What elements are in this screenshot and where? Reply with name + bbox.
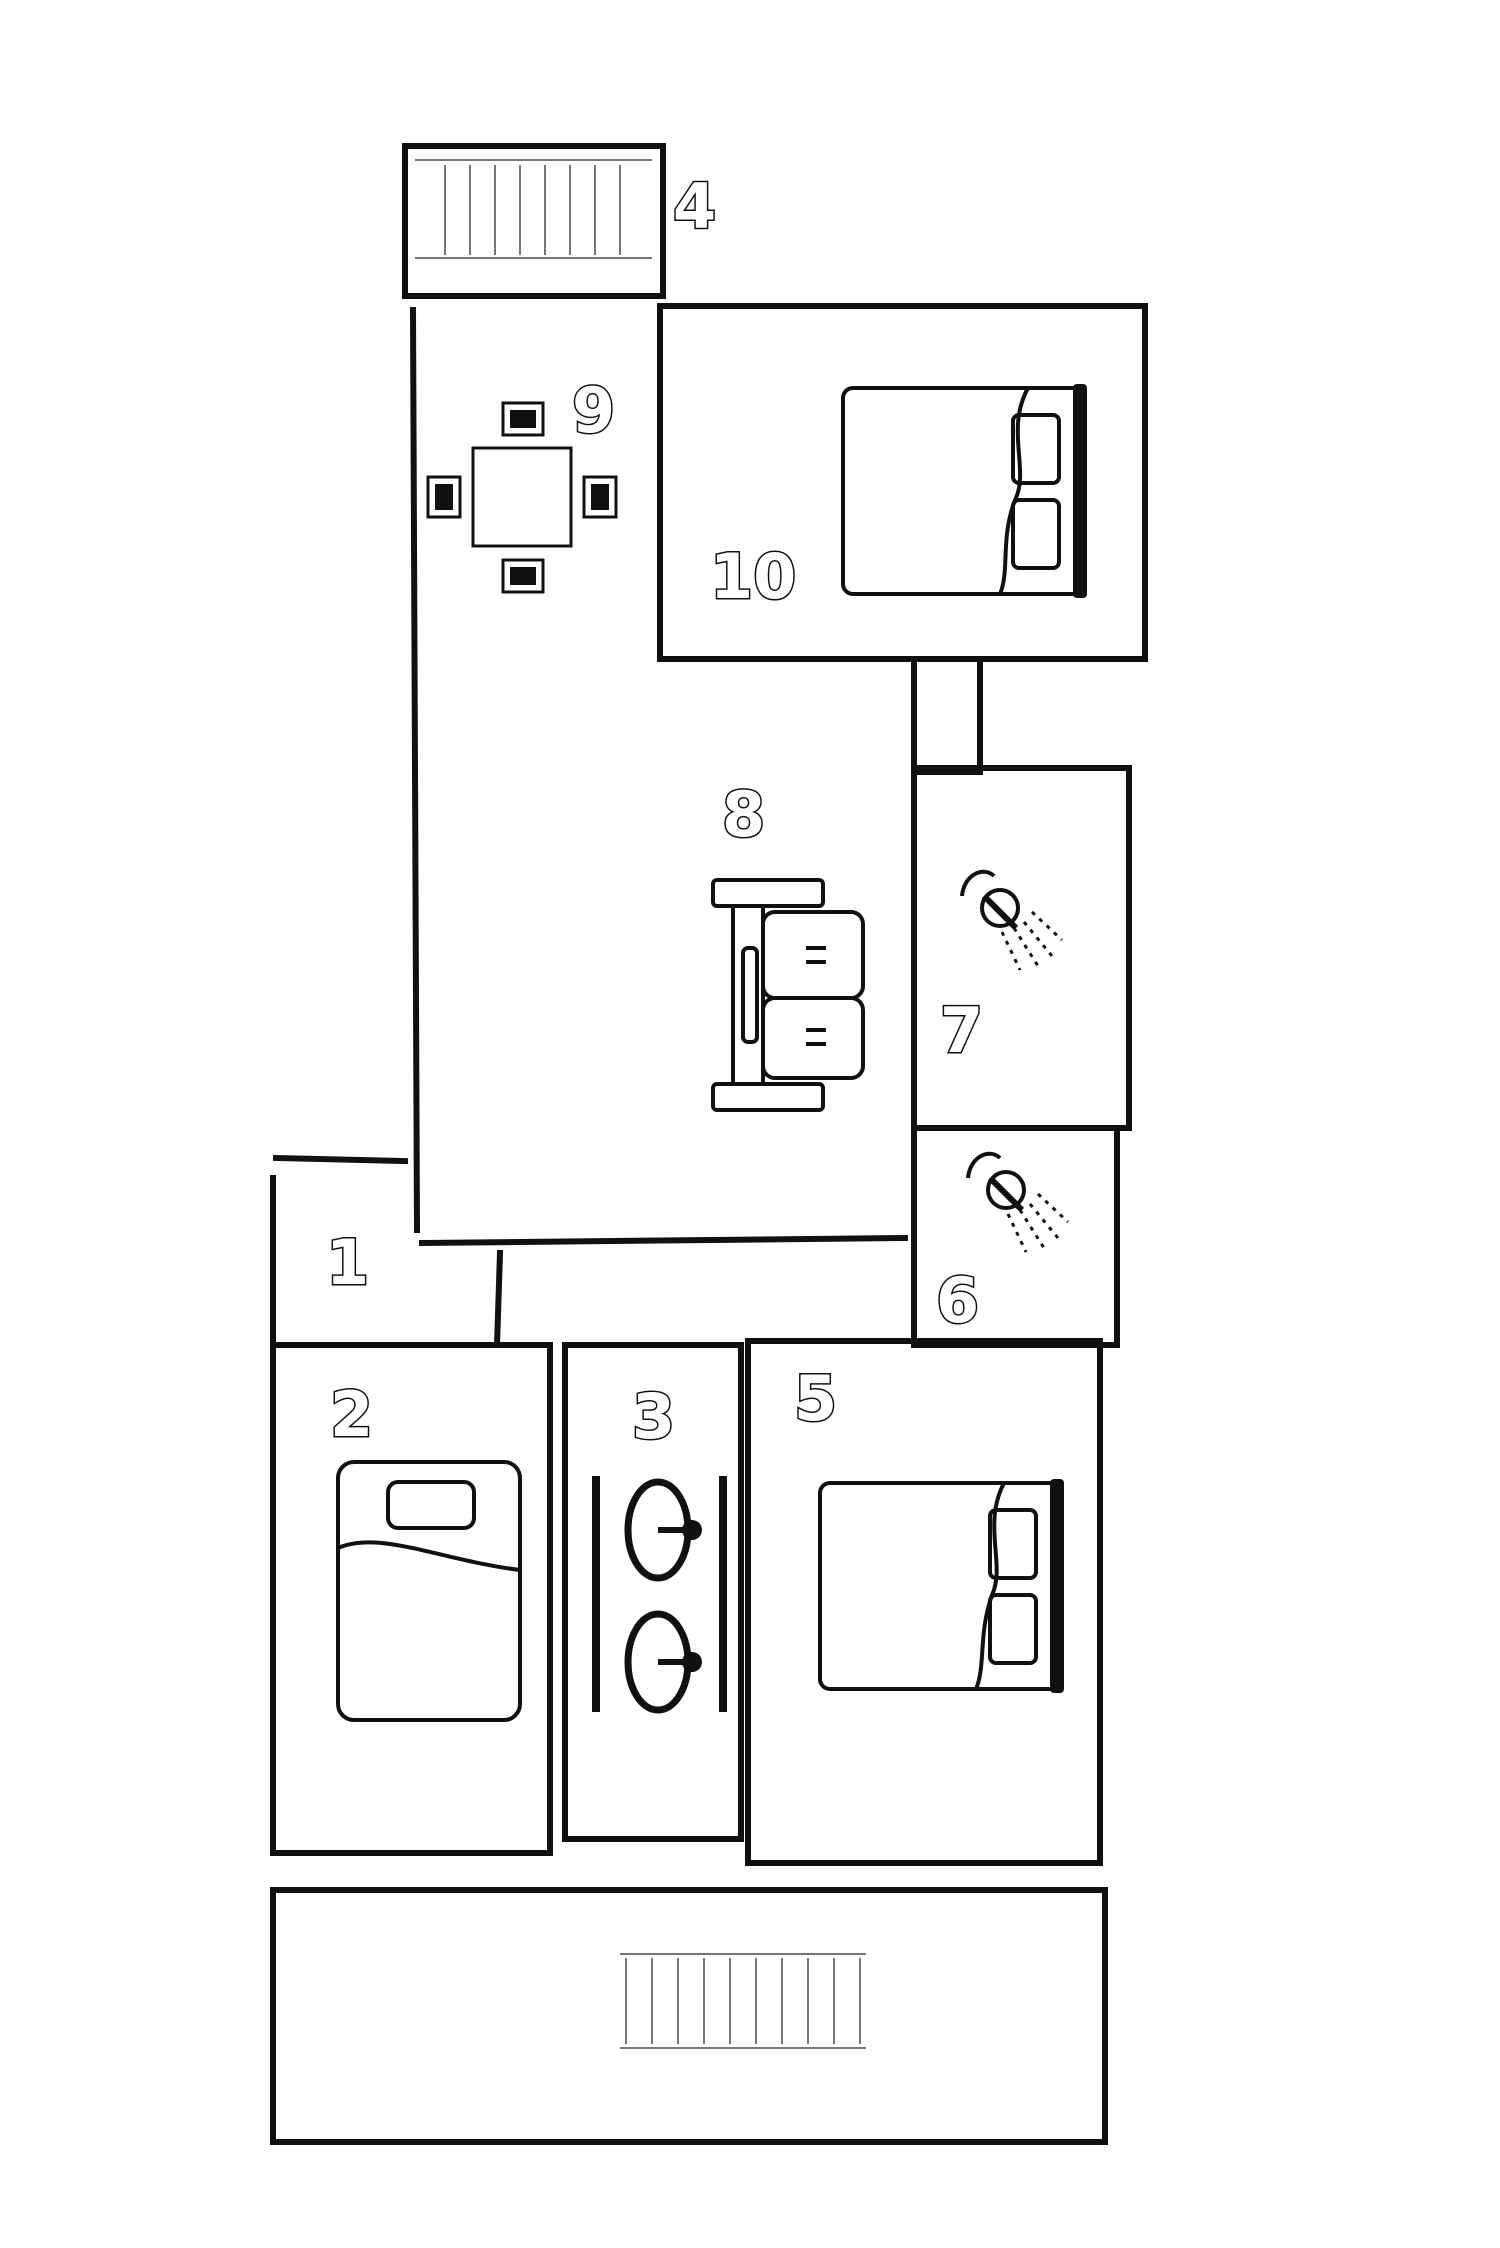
sofa-icon <box>711 878 865 1112</box>
single-bed-icon <box>336 1460 522 1722</box>
room-label-2: 2 <box>330 1378 373 1451</box>
room-3: 3 <box>562 1342 744 1842</box>
room-label-10: 10 <box>710 540 796 613</box>
room-9: 9 <box>426 373 618 594</box>
room-4: 4 <box>402 143 718 299</box>
stairs-icon <box>620 1953 866 2049</box>
room-label-8: 8 <box>722 778 765 851</box>
living-area-walls <box>409 306 909 1247</box>
stairs-icon <box>415 159 652 259</box>
room-8: 8 <box>711 777 865 1112</box>
room-1: 1 <box>270 1154 504 1349</box>
shower-icon <box>960 869 1064 971</box>
room-7: 7 <box>911 765 1132 1131</box>
double-bed-icon <box>818 1479 1064 1693</box>
room-label-9: 9 <box>572 374 615 447</box>
double-bed-icon <box>841 384 1087 598</box>
room-label-5: 5 <box>794 1362 837 1435</box>
room-label-1: 1 <box>326 1226 369 1299</box>
dining-table-icon <box>426 401 618 594</box>
room-label-6: 6 <box>936 1264 979 1337</box>
double-sink-icon <box>592 1476 727 1714</box>
room-label-7: 7 <box>940 994 983 1067</box>
closet <box>911 656 983 775</box>
bottom-stairs-area <box>270 1887 1108 2145</box>
room-10: 10 <box>657 303 1148 662</box>
room-label-3: 3 <box>632 1380 675 1453</box>
room-2: 2 <box>270 1342 553 1856</box>
room-6: 6 <box>911 1125 1120 1348</box>
room-5: 5 <box>745 1338 1103 1866</box>
room-label-4: 4 <box>673 170 716 243</box>
shower-icon <box>966 1151 1070 1253</box>
